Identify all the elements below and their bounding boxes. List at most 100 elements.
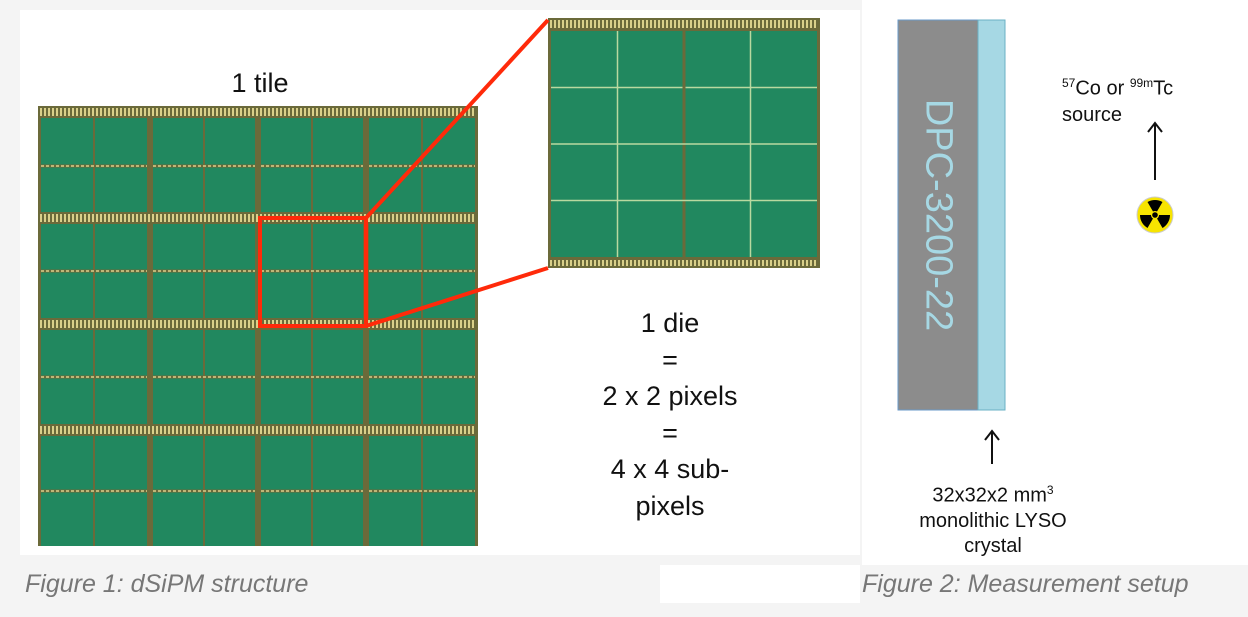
bond-pad bbox=[60, 214, 62, 222]
bond-pad bbox=[352, 426, 354, 434]
bond-pad bbox=[806, 260, 808, 266]
bond-pad bbox=[60, 320, 62, 328]
bond-pad bbox=[132, 320, 134, 328]
bond-pad bbox=[236, 426, 238, 434]
bond-pad bbox=[244, 214, 246, 222]
pixel bbox=[313, 378, 363, 424]
bond-pad bbox=[224, 214, 226, 222]
bond-pad bbox=[376, 426, 378, 434]
bond-pad bbox=[40, 320, 42, 328]
bond-pad bbox=[204, 426, 206, 434]
bond-pad bbox=[168, 108, 170, 116]
sensor bbox=[897, 19, 979, 411]
bond-pad bbox=[416, 426, 418, 434]
bond-pad bbox=[200, 426, 202, 434]
pixel bbox=[95, 167, 147, 214]
bond-pad bbox=[392, 320, 394, 328]
bond-pad bbox=[646, 260, 648, 266]
bond-pad bbox=[424, 320, 426, 328]
bond-pad bbox=[396, 320, 398, 328]
bond-pad bbox=[240, 426, 242, 434]
bond-pad bbox=[336, 426, 338, 434]
bond-pad bbox=[340, 108, 342, 116]
bond-pad bbox=[212, 108, 214, 116]
bond-pad bbox=[586, 20, 588, 28]
pixel bbox=[205, 167, 255, 214]
bond-pad bbox=[92, 426, 94, 434]
pixel bbox=[41, 492, 93, 546]
pixel bbox=[261, 118, 311, 165]
bond-pad bbox=[260, 426, 262, 434]
die-highlight bbox=[258, 216, 368, 328]
bond-pad bbox=[550, 20, 552, 28]
sensor-label: DPC-3200-22 bbox=[917, 98, 960, 332]
bond-pad bbox=[256, 108, 258, 116]
bond-pad bbox=[52, 320, 54, 328]
bond-pad bbox=[104, 320, 106, 328]
bond-pad bbox=[204, 320, 206, 328]
bond-pad bbox=[232, 108, 234, 116]
bond-pad bbox=[558, 20, 560, 28]
bond-pad bbox=[428, 320, 430, 328]
bond-pad bbox=[328, 426, 330, 434]
bond-pad bbox=[248, 108, 250, 116]
bond-pad bbox=[192, 320, 194, 328]
bond-pad bbox=[706, 20, 708, 28]
bond-pad bbox=[144, 108, 146, 116]
bond-pad bbox=[650, 260, 652, 266]
bond-pad bbox=[566, 20, 568, 28]
bond-pad bbox=[428, 426, 430, 434]
radiation-blade bbox=[1157, 215, 1170, 228]
bond-pad bbox=[436, 426, 438, 434]
bond-pad bbox=[372, 426, 374, 434]
bond-pad bbox=[40, 108, 42, 116]
pixel bbox=[95, 224, 147, 270]
crystal-dimensions: 32x32x2 mm bbox=[932, 484, 1047, 507]
bond-pad bbox=[300, 108, 302, 116]
bond-pad bbox=[104, 108, 106, 116]
bond-pad bbox=[80, 320, 82, 328]
pixel bbox=[95, 272, 147, 318]
bond-pad bbox=[88, 320, 90, 328]
die-line: = bbox=[662, 344, 678, 375]
bond-pad bbox=[148, 426, 150, 434]
bond-pad bbox=[260, 108, 262, 116]
bond-pad bbox=[228, 214, 230, 222]
bond-pad bbox=[456, 214, 458, 222]
bond-pad bbox=[136, 426, 138, 434]
bond-pad bbox=[180, 426, 182, 434]
bond-pad bbox=[746, 260, 748, 266]
bond-pad bbox=[730, 20, 732, 28]
bond-pad bbox=[364, 426, 366, 434]
bond-pad bbox=[790, 260, 792, 266]
bond-pad bbox=[468, 320, 470, 328]
bond-pad bbox=[472, 108, 474, 116]
bond-pad bbox=[128, 320, 130, 328]
bond-pad bbox=[436, 214, 438, 222]
pixel bbox=[41, 224, 93, 270]
bond-pad bbox=[100, 214, 102, 222]
pixel bbox=[41, 378, 93, 424]
bond-pad bbox=[56, 320, 58, 328]
bond-pad bbox=[60, 108, 62, 116]
pixel bbox=[313, 224, 363, 270]
bond-pad bbox=[384, 320, 386, 328]
bond-pad bbox=[44, 108, 46, 116]
bond-pad bbox=[630, 260, 632, 266]
bond-pad bbox=[244, 426, 246, 434]
bond-pad bbox=[136, 320, 138, 328]
bond-pad bbox=[100, 426, 102, 434]
bond-pad bbox=[124, 320, 126, 328]
bond-pad bbox=[140, 426, 142, 434]
bond-pad bbox=[188, 214, 190, 222]
bond-pad bbox=[332, 108, 334, 116]
bond-pad bbox=[120, 320, 122, 328]
bond-pad bbox=[396, 426, 398, 434]
bond-pad bbox=[468, 108, 470, 116]
bond-pad bbox=[56, 426, 58, 434]
bond-pad bbox=[610, 20, 612, 28]
bond-pad bbox=[726, 260, 728, 266]
bond-pad bbox=[216, 320, 218, 328]
bond-pad bbox=[452, 426, 454, 434]
bond-pad bbox=[460, 426, 462, 434]
